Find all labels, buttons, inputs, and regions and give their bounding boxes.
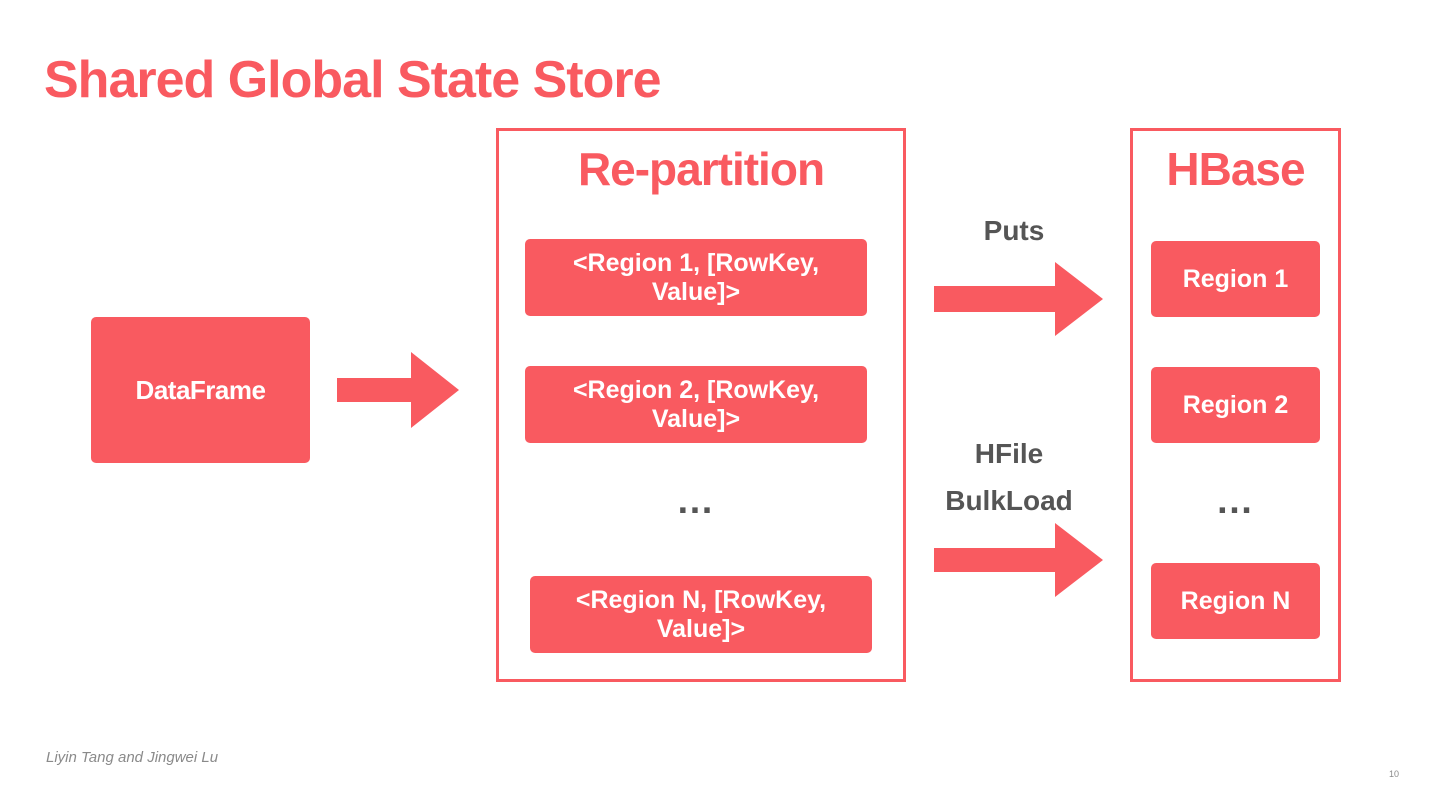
hbase-region-n-label: Region N (1180, 586, 1291, 615)
repartition-title: Re-partition (577, 143, 825, 195)
repartition-item-2-line1: <Region 2, [RowKey, (572, 375, 820, 404)
repartition-item-n: <Region N, [RowKey, Value]> (530, 576, 872, 653)
hbase-region-2: Region 2 (1151, 367, 1320, 443)
repartition-item-1-line1: <Region 1, [RowKey, (572, 248, 820, 277)
arrow-bulkload (934, 523, 1103, 597)
slide-title: Shared Global State Store (44, 51, 661, 109)
bulkload-label-line2: BulkLoad (945, 485, 1073, 516)
bulkload-label-line1: HFile (974, 438, 1044, 469)
repartition-item-2-line2: Value]> (651, 404, 741, 433)
repartition-item-1: <Region 1, [RowKey, Value]> (525, 239, 867, 316)
hbase-region-1-label: Region 1 (1182, 264, 1289, 293)
repartition-item-n-line2: Value]> (656, 614, 746, 643)
hbase-region-1: Region 1 (1151, 241, 1320, 317)
arrow-dataframe-to-repartition (337, 352, 459, 428)
puts-label: Puts (983, 215, 1045, 246)
repartition-ellipsis: … (676, 480, 716, 522)
hbase-region-2-label: Region 2 (1182, 390, 1289, 419)
hbase-frame (1130, 128, 1341, 682)
dataframe-label: DataFrame (135, 374, 266, 405)
hbase-ellipsis: … (1215, 480, 1256, 522)
repartition-item-n-line1: <Region N, [RowKey, (575, 585, 827, 614)
repartition-frame (496, 128, 906, 682)
page-number: 10 (1388, 769, 1399, 779)
footer-authors: Liyin Tang and Jingwei Lu (46, 749, 219, 766)
repartition-item-1-line2: Value]> (651, 277, 741, 306)
hbase-region-n: Region N (1151, 563, 1320, 639)
dataframe-box: DataFrame (91, 317, 310, 463)
arrow-puts (934, 262, 1103, 336)
hbase-title: HBase (1166, 143, 1305, 195)
repartition-item-2: <Region 2, [RowKey, Value]> (525, 366, 867, 443)
